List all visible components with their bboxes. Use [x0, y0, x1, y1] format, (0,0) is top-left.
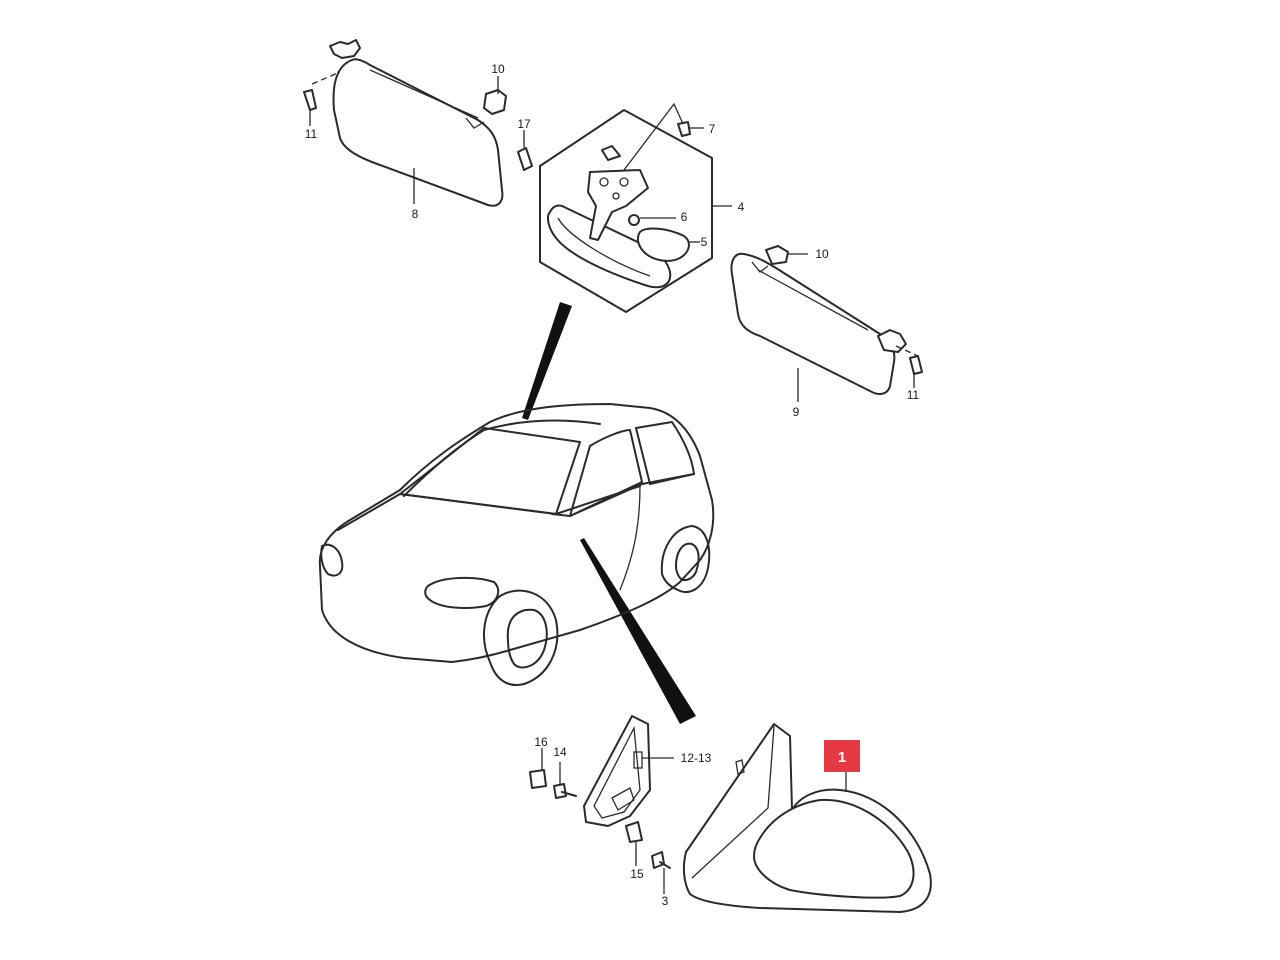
screw-7 — [677, 121, 691, 137]
clip-10-left — [483, 89, 507, 115]
inside-mirror-group[interactable] — [539, 102, 713, 313]
callout-7[interactable]: 7 — [709, 122, 716, 136]
pointer-to-inside-mirror — [522, 302, 572, 420]
callout-9[interactable]: 9 — [793, 405, 800, 419]
sun-visor-left[interactable] — [332, 58, 504, 207]
callout-12-13[interactable]: 12-13 — [681, 751, 712, 765]
screw-11-left — [303, 89, 317, 111]
callout-4[interactable]: 4 — [738, 200, 745, 214]
callout-11-right[interactable]: 11 — [907, 388, 920, 402]
callout-5[interactable]: 5 — [701, 235, 708, 249]
callout-1-highlight[interactable]: 1 — [824, 740, 860, 772]
callout-14[interactable]: 14 — [553, 745, 567, 759]
screw-14 — [553, 783, 577, 799]
sun-visor-right[interactable] — [730, 252, 896, 395]
callout-10-left[interactable]: 10 — [491, 62, 505, 76]
cap-17 — [517, 147, 533, 171]
visor-holder-right — [877, 329, 907, 353]
outside-mirror-1[interactable] — [682, 723, 932, 913]
nut-16 — [529, 769, 547, 789]
callout-1[interactable]: 1 — [838, 749, 846, 766]
callout-11-left[interactable]: 11 — [305, 127, 318, 141]
screw-3 — [651, 851, 671, 869]
callout-3[interactable]: 3 — [662, 894, 669, 908]
callout-16[interactable]: 16 — [534, 735, 548, 749]
callout-6[interactable]: 6 — [681, 210, 688, 224]
callout-10-right[interactable]: 10 — [815, 247, 829, 261]
callout-15[interactable]: 15 — [630, 867, 644, 881]
screw-11-right — [909, 355, 923, 375]
clip-15 — [625, 821, 643, 843]
clip-10-right — [765, 245, 789, 265]
visor-holder-left — [329, 39, 361, 59]
callout-17[interactable]: 17 — [517, 117, 531, 131]
mirror-garnish-12-13[interactable] — [583, 715, 651, 827]
callout-8[interactable]: 8 — [412, 207, 419, 221]
car-outline — [318, 403, 715, 686]
pointer-to-side-mirror — [580, 538, 696, 724]
